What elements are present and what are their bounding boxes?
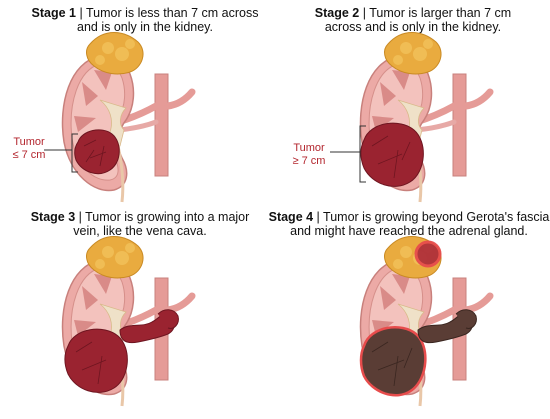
stage-2-caption: Stage 2 | Tumor is larger than 7 cm acro… [268,6,550,34]
stage-1-tumor-label-line1: Tumor [13,136,45,148]
stage-2-tumor-label-line1: Tumor [293,142,325,154]
stage-1-kidney [63,33,193,203]
stage-3-caption: Stage 3 | Tumor is growing into a major … [0,210,280,238]
stage-4-adrenal-tumor [414,240,442,268]
stage-2-line1: | Tumor is larger than 7 cm [359,6,512,20]
stage-1-caption: Stage 1 | Tumor is less than 7 cm across… [0,6,290,34]
stage-1-tumor-label: Tumor ≤ 7 cm [4,136,54,162]
stage-2-bracket [359,125,366,183]
stage-2-tumor-label: Tumor ≥ 7 cm [284,142,334,168]
stage-4-title: Stage 4 [268,210,314,224]
stage-1-tumor-label-line2: ≤ 7 cm [12,149,46,161]
stage-2-title: Stage 2 [314,6,360,20]
stage-1-title: Stage 1 [31,6,76,20]
stage-1-line2: and is only in the kidney. [77,20,213,34]
stage-3-tumor [64,328,128,393]
stage-2-tumor [360,122,424,187]
stage-2-kidney [361,33,491,203]
stage-1-tumor [74,129,120,175]
stage-4-tumor [359,326,427,397]
stage-2-tumor-label-line2: ≥ 7 cm [292,155,326,167]
stage-3-kidney [63,237,193,407]
stage-1-bracket [71,133,78,173]
stage-3-title: Stage 3 [30,210,76,224]
stage-2-line2: across and is only in the kidney. [324,20,502,34]
stage-4-kidney [361,237,491,407]
stage-4-caption: Stage 4 | Tumor is growing beyond Gerota… [268,210,550,238]
stage-3-line1: | Tumor is growing into a major [75,210,250,224]
stage-4-line2: and might have reached the adrenal gland… [290,224,528,238]
stage-3-line2: vein, like the vena cava. [73,224,207,238]
stage-1-line1: | Tumor is less than 7 cm across [75,6,259,20]
stage-4-line1: | Tumor is growing beyond Gerota's fasci… [313,210,550,224]
